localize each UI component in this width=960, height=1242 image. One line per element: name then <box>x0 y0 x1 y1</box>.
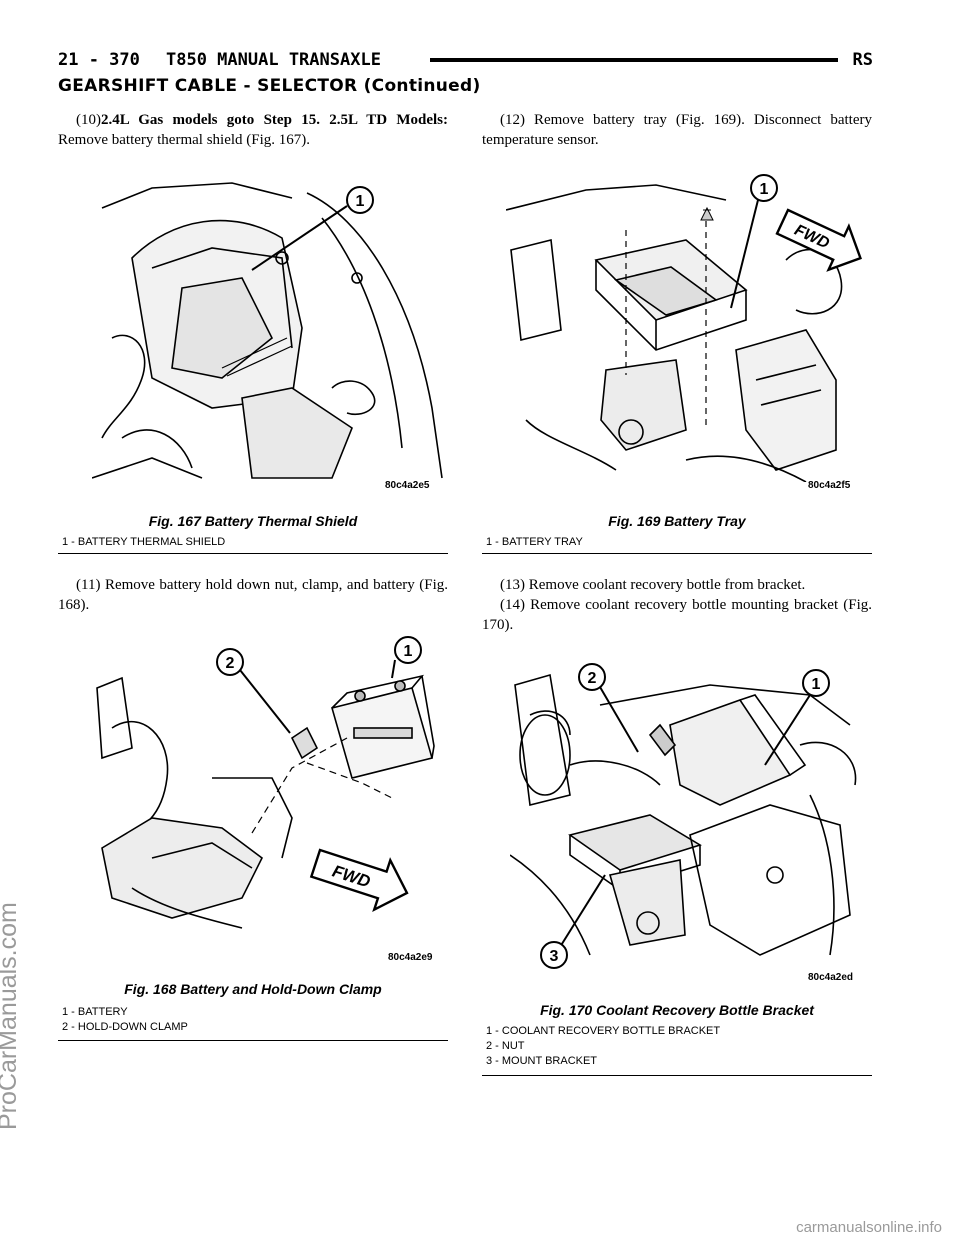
fig168-legend-item-2: 2 - HOLD-DOWN CLAMP <box>62 1021 188 1033</box>
fig168-legend-item-1: 1 - BATTERY <box>62 1006 128 1018</box>
page-header: 21 - 370 T850 MANUAL TRANSAXLE RS <box>58 50 873 70</box>
fig169-legend: 1 - BATTERY TRAY <box>486 535 583 550</box>
side-watermark: ProCarManuals.com <box>0 902 22 1130</box>
page-number: 21 - 370 <box>58 50 140 70</box>
fig167-rule <box>58 553 448 554</box>
section-title: GEARSHIFT CABLE - SELECTOR (Continued) <box>58 76 481 96</box>
fig170-rule <box>482 1075 872 1076</box>
step-10-number: (10) <box>76 112 101 128</box>
fig169-legend-item-1: 1 - BATTERY TRAY <box>486 536 583 548</box>
fig169-code: 80c4a2f5 <box>808 480 851 491</box>
header-rule <box>430 58 838 62</box>
fig168-legend: 1 - BATTERY 2 - HOLD-DOWN CLAMP <box>62 1005 188 1035</box>
fig168-callout-1: 1 <box>404 643 413 660</box>
fig167-legend: 1 - BATTERY THERMAL SHIELD <box>62 535 225 550</box>
fig170-illustration: 2 1 3 <box>510 663 857 969</box>
fig167-code: 80c4a2e5 <box>385 480 430 491</box>
fig170-legend: 1 - COOLANT RECOVERY BOTTLE BRACKET 2 - … <box>486 1024 720 1069</box>
step-10: (10)2.4L Gas models goto Step 15. 2.5L T… <box>58 110 448 150</box>
step-10-bold: 2.4L Gas models goto Step 15. 2.5L TD Mo… <box>101 112 448 128</box>
step-13: (13) Remove coolant recovery bottle from… <box>500 577 806 593</box>
fig168-code: 80c4a2e9 <box>388 952 433 963</box>
fig168-illustration: 2 1 FWD <box>96 636 435 929</box>
fig168-rule <box>58 1040 448 1041</box>
fig167-legend-item-1: 1 - BATTERY THERMAL SHIELD <box>62 536 226 548</box>
step-14: (14) Remove coolant recovery bottle moun… <box>482 597 872 633</box>
fig169-rule <box>482 553 872 554</box>
fig170-caption: Fig. 170 Coolant Recovery Bottle Bracket <box>540 1002 814 1018</box>
fig170-callout-2: 2 <box>588 670 597 687</box>
fig170-callout-3: 3 <box>550 948 559 965</box>
fig169-callout-1: 1 <box>760 181 769 198</box>
fig170-legend-item-1: 1 - COOLANT RECOVERY BOTTLE BRACKET <box>486 1025 721 1037</box>
fig169-illustration: 1 FWD <box>506 174 862 482</box>
fig170-code: 80c4a2ed <box>808 972 854 983</box>
fig167-caption: Fig. 167 Battery Thermal Shield <box>148 513 358 529</box>
fig170-legend-item-2: 2 - NUT <box>486 1040 525 1052</box>
fig170-callout-1: 1 <box>812 676 821 693</box>
fig169-caption: Fig. 169 Battery Tray <box>608 513 746 529</box>
fig170-legend-item-3: 3 - MOUNT BRACKET <box>486 1055 598 1067</box>
fig168-callout-2: 2 <box>226 655 235 672</box>
manual-title: T850 MANUAL TRANSAXLE <box>166 50 381 70</box>
fig167-callout-1: 1 <box>356 193 365 210</box>
step-11: (11) Remove battery hold down nut, clamp… <box>58 577 448 613</box>
step-12: (12) Remove battery tray (Fig. 169). Dis… <box>482 112 872 148</box>
step-10-text: Remove battery thermal shield (Fig. 167)… <box>58 132 311 148</box>
fig167-illustration: 1 <box>92 182 443 479</box>
fig168-caption: Fig. 168 Battery and Hold-Down Clamp <box>124 981 382 997</box>
footer-watermark: carmanualsonline.info <box>796 1219 942 1236</box>
section-code: RS <box>852 50 873 70</box>
